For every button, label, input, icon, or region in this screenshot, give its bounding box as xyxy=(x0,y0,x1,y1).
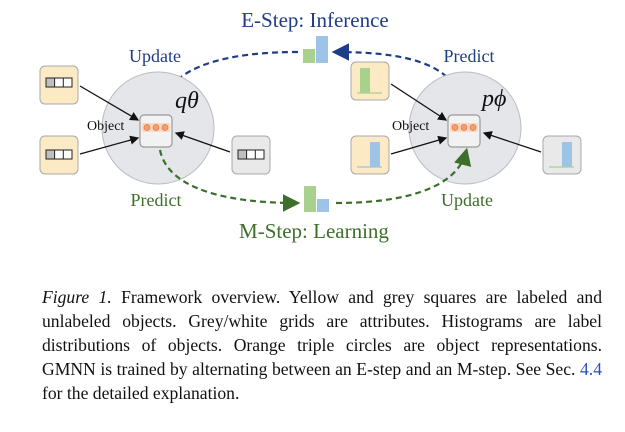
right-predict-label: Predict xyxy=(444,46,495,66)
right-update-label: Update xyxy=(441,190,493,210)
figure-label: Figure 1. xyxy=(42,287,112,307)
section-link[interactable]: 4.4 xyxy=(580,359,602,379)
e-step-histogram-icon xyxy=(303,36,328,63)
right-labeled-hist-node-top xyxy=(350,61,390,101)
left-object-label: Object xyxy=(87,119,124,134)
right-labeled-hist-node-bottom xyxy=(350,135,390,175)
figure-caption: Figure 1. Framework overview. Yellow and… xyxy=(42,285,602,405)
right-object-label: Object xyxy=(392,119,429,134)
left-object-node xyxy=(139,114,173,148)
edge-left-bottom xyxy=(79,135,140,155)
e-step-label: E-Step: Inference xyxy=(241,8,389,32)
m-step-arrow-left xyxy=(158,149,301,212)
left-labeled-attr-node-bottom xyxy=(39,135,79,175)
left-unlabeled-attr-node xyxy=(231,135,271,175)
edge-right-right xyxy=(482,131,542,153)
m-step-arrow-right xyxy=(335,147,472,205)
right-object-node xyxy=(447,114,481,148)
left-update-label: Update xyxy=(129,46,181,66)
left-labeled-attr-node-top xyxy=(39,65,79,105)
right-unlabeled-hist-node xyxy=(542,135,582,175)
edge-right-bottom xyxy=(390,135,448,155)
gmnn-framework-diagram: E-Step: Inference Update Predict qθ Obje… xyxy=(39,8,582,243)
edge-left-top xyxy=(79,85,140,121)
left-model-label: qθ xyxy=(175,88,199,114)
edge-left-right xyxy=(174,131,231,153)
edge-right-top xyxy=(390,83,448,121)
caption-text-end: for the detailed explanation. xyxy=(42,383,240,403)
caption-text: Framework overview. Yellow and grey squa… xyxy=(42,287,603,379)
m-step-histogram-icon xyxy=(304,186,329,212)
m-step-label: M-Step: Learning xyxy=(239,219,389,243)
left-predict-label: Predict xyxy=(131,190,182,210)
right-model-label: pϕ xyxy=(480,86,506,112)
